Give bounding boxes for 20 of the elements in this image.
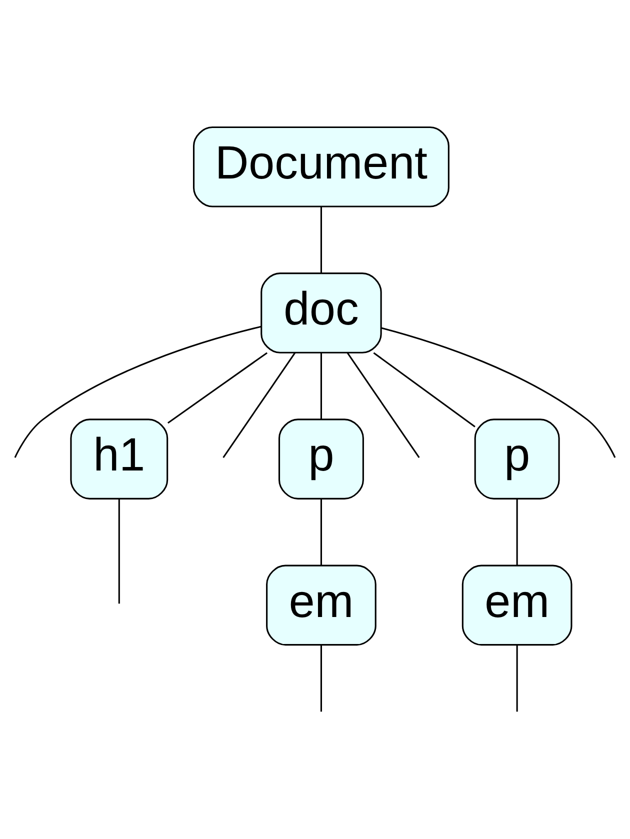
connector (516, 498, 518, 565)
connector (373, 352, 476, 427)
node-box: doc (260, 272, 382, 353)
connector (320, 352, 322, 419)
connector (320, 644, 322, 712)
connector (118, 498, 120, 604)
node-box: Document (192, 126, 450, 207)
connector (516, 644, 518, 712)
node-box: em (462, 564, 572, 646)
node-box: em (266, 564, 376, 646)
node-box: p (278, 418, 364, 499)
connector (167, 352, 268, 424)
connector (381, 326, 616, 458)
connector (320, 498, 322, 565)
connector (346, 352, 420, 458)
connector (320, 206, 322, 272)
connector (222, 352, 296, 458)
node-box: h1 (70, 418, 168, 499)
connector (14, 325, 262, 458)
node-box: p (474, 418, 560, 499)
